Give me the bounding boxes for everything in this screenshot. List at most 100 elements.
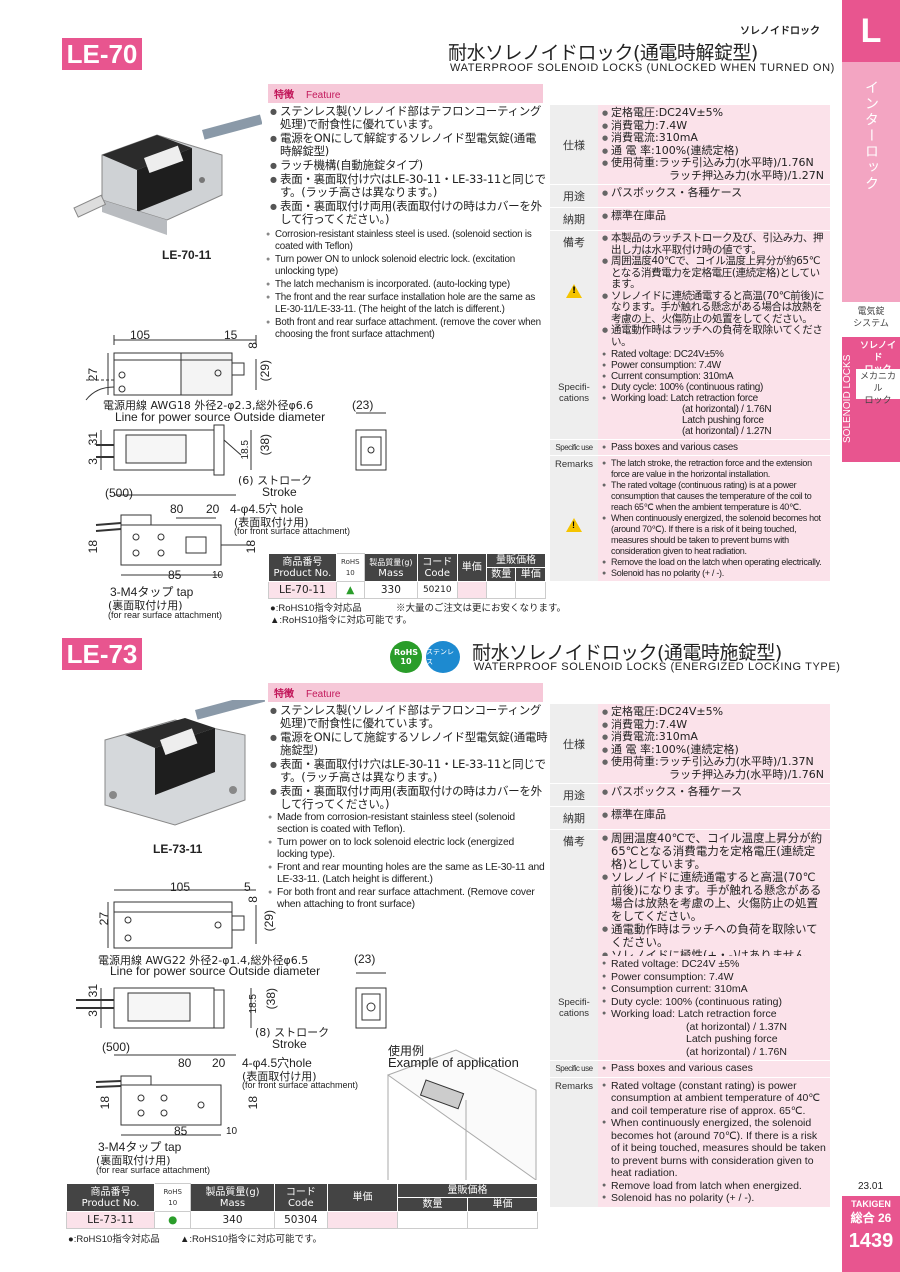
le73-features-en: Made from corrosion-resistant stainless …: [268, 812, 546, 912]
list-item: (at horizontal) / 1.27N: [682, 426, 772, 437]
le73-note-2: ▲:RoHS10指令に対応可能です。: [180, 1234, 323, 1245]
le70-dim-80: 80: [170, 502, 184, 516]
list-item: Rated voltage (constant rating) is power…: [602, 1080, 826, 1118]
le70-dim-85: 85: [168, 568, 182, 582]
le73-dim-80: 80: [178, 1056, 192, 1070]
le70-spec-en-key: Specifi- cations: [550, 347, 598, 440]
list-item: Made from corrosion-resistant stainless …: [268, 812, 546, 836]
list-item: 本製品のラッチストローク及び、引込み力、押出し力は水平取付け時の値です。: [602, 232, 826, 256]
le70-hole-en: (for front surface attachment): [234, 526, 351, 536]
le70-use: パスボックス・各種ケース: [602, 186, 826, 200]
list-item: ステンレス製(ソレノイド部はテフロンコーティング処理)で耐食性に優れています。: [270, 105, 546, 131]
le70-dim-29: (29): [258, 360, 272, 382]
list-item: 電源をONにして解錠するソレノイド型電気錠(通電時解錠型): [270, 132, 546, 158]
list-item: 消費電流:310mA: [602, 730, 826, 744]
side-item-electric[interactable]: 電気錠 システム: [853, 307, 889, 329]
le70-th-mass-jp: 製品質量(g): [369, 557, 413, 567]
le70-title-en: WATERPROOF SOLENOID LOCKS (UNLOCKED WHEN…: [450, 62, 835, 74]
le73-th-bulk: 量販価格: [397, 1183, 538, 1198]
side-item-mechanical: メカニカル ロック: [856, 369, 900, 406]
stainless-badge: ステンレス: [426, 641, 460, 673]
le73-dim-38: (38): [264, 988, 278, 1010]
le70-row-unit: [515, 581, 546, 599]
list-item: 通電動作時はラッチへの負荷を取除いてください。: [602, 324, 826, 348]
le73-th-pn-jp: 商品番号: [90, 1186, 131, 1198]
list-item: Duty cycle: 100% (continuous rating): [602, 996, 826, 1009]
le73-dim-18b: 18: [246, 1096, 260, 1110]
list-item: (at horizontal) / 1.76N: [682, 404, 772, 415]
le73-stock: 標準在庫品: [602, 808, 826, 822]
le70-use-en: Pass boxes and various cases: [602, 442, 826, 453]
le73-dim-23: (23): [354, 952, 376, 966]
le70-th-unit: 単価: [515, 567, 546, 582]
le70-dim-8: 8: [246, 342, 260, 349]
le70-th-pn-jp: 商品番号: [282, 556, 323, 568]
le70-th-bulk: 量販価格: [486, 553, 546, 568]
side-letter: L: [860, 11, 882, 50]
le73-remarks: 周囲温度40℃で、コイル温度上昇分が約65℃となる消費電力を定格電圧(連続定格)…: [598, 829, 830, 965]
le73-drawing: [76, 889, 537, 1180]
le73-dim-31: 31: [86, 984, 100, 998]
le70-spec-en: Specifi- cationsRated voltage: DC24V±5%P…: [550, 347, 830, 582]
le70-stroke-en: Stroke: [262, 485, 297, 499]
le73-features-jp: ステンレス製(ソレノイド部はテフロンコーティング処理)で耐食性に優れています。電…: [270, 704, 548, 812]
list-item: 表面・裏面取付け穴はLE-30-11・LE-33-11と同じです。(ラッチ高さは…: [270, 173, 546, 199]
le70-dim-38: (38): [258, 434, 272, 456]
le73-spec-values: 定格電圧:DC24V±5%消費電力:7.4W消費電流:310mA通 電 率:10…: [598, 704, 830, 784]
le73-title-en: WATERPROOF SOLENOID LOCKS (ENERGIZED LOC…: [474, 661, 841, 673]
table-row: LE-70-11 ▲ 330 50210: [268, 581, 546, 599]
le73-remarks-en-key: Remarks: [550, 1077, 598, 1208]
list-item: 消費電力:7.4W: [602, 119, 826, 133]
le70-tap-jp: (裏面取付け用): [108, 599, 183, 612]
warning-icon: [566, 284, 582, 298]
list-item: When continuously energized, the solenoi…: [602, 1117, 826, 1180]
le73-use-key: 用途: [550, 783, 598, 807]
le73-th-mass-jp: 製品質量(g): [205, 1186, 260, 1198]
le70-features-jp: ステンレス製(ソレノイド部はテフロンコーティング処理)で耐食性に優れています。電…: [270, 105, 546, 227]
list-item: 通電動作時はラッチへの負荷を取除いてください。: [602, 923, 826, 949]
side-vertical-en: SOLENOID LOCKS: [842, 354, 853, 444]
list-item: 消費電流:310mA: [602, 131, 826, 145]
list-item: Turn power ON to unlock solenoid electri…: [266, 254, 546, 278]
le73-title-jp: 耐水ソレノイドロック(通電時施錠型): [472, 642, 782, 664]
le70-th-pn-en: Product No.: [273, 567, 332, 579]
le73-th-unit: 単価: [467, 1197, 538, 1212]
le70-dim-31: 31: [86, 432, 100, 446]
list-item: Consumption current: 310mA: [602, 983, 826, 996]
le73-dim-27: 27: [97, 912, 111, 926]
footer-brand: TAKIGEN: [851, 1199, 891, 1209]
le70-dim-27: 27: [86, 368, 100, 382]
le70-stroke-jp: (6) ストローク: [238, 474, 313, 487]
le73-dim-500: (500): [102, 1040, 131, 1054]
footer-page: 1439: [848, 1230, 894, 1252]
list-item: The front and the rear surface installat…: [266, 292, 546, 316]
list-item: Both front and rear surface attachment. …: [266, 317, 546, 341]
le73-spec-en-key: Specifi- cations: [550, 956, 598, 1061]
list-item: 周囲温度40℃で、コイル温度上昇分が約65℃となる消費電力を定格電圧(連続定格)…: [602, 832, 826, 871]
le70-use-key: 用途: [550, 184, 598, 208]
le73-remarks-key: 備考: [550, 829, 598, 965]
list-item: Working load: Latch retraction force: [602, 1008, 826, 1021]
le73-dim-29: (29): [262, 910, 276, 932]
list-item: Remove load from latch when energized.: [602, 1180, 826, 1193]
side-item-solenoid-active[interactable]: SOLENOID LOCKS ソレノイド ロック メカニカル ロック: [842, 337, 900, 462]
list-item: 通 電 率:100%(連続定格): [602, 144, 826, 158]
list-item: ステンレス製(ソレノイド部はテフロンコーティング処理)で耐食性に優れています。: [270, 704, 548, 730]
list-item: 表面・裏面取付け両用(表面取付けの時はカバーを外して行ってください。): [270, 785, 548, 811]
le70-row-code: 50210: [416, 581, 458, 599]
le70-note-1: ●:RoHS10指令対応品: [270, 603, 362, 614]
le73-use: パスボックス・各種ケース: [602, 785, 826, 799]
le70-dim-185: 18.5: [240, 440, 251, 460]
le73-hole: 4-φ4.5穴hole: [242, 1056, 312, 1070]
list-item: Turn power on to lock solenoid electric …: [268, 837, 546, 861]
le73-use-en: Pass boxes and various cases: [602, 1062, 826, 1075]
le70-spec-values: 定格電圧:DC24V±5%消費電力:7.4W消費電流:310mA通 電 率:10…: [598, 105, 830, 185]
le73-spec-jp: 仕様定格電圧:DC24V±5%消費電力:7.4W消費電流:310mA通 電 率:…: [550, 704, 830, 965]
le73-spec-en: Specifi- cationsRated voltage: DC24V ±5%…: [550, 956, 830, 1208]
le73-dim-18a: 18: [98, 1096, 112, 1110]
list-item: 定格電圧:DC24V±5%: [602, 106, 826, 120]
le70-spec-key: 仕様: [550, 105, 598, 185]
le70-row-pn: LE-70-11: [268, 581, 337, 599]
